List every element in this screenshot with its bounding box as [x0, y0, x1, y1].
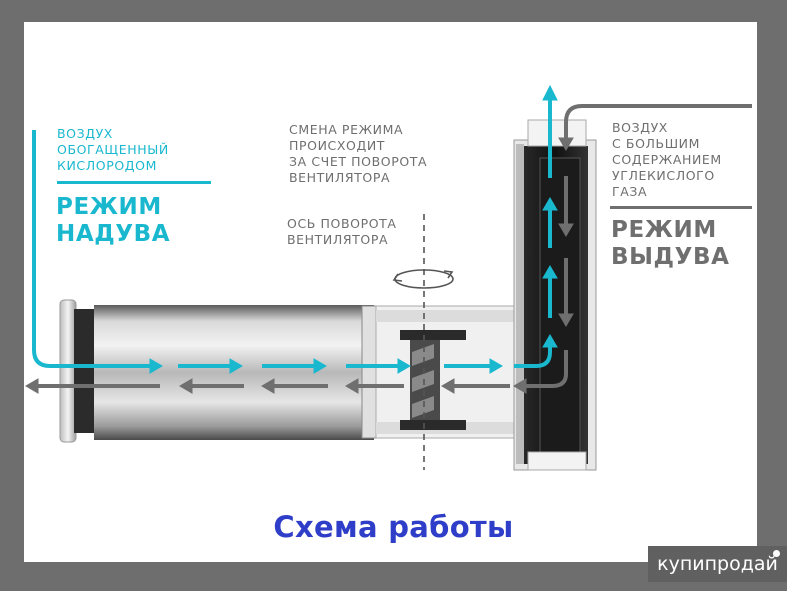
inflow-label: ВОЗДУХ ОБОГАЩЕННЫЙ КИСЛОРОДОМ — [57, 126, 169, 173]
wall-flange — [59, 299, 77, 443]
flange-dark-ring — [74, 309, 96, 433]
rotation-arrowhead-left-icon — [392, 273, 403, 282]
fan-blades — [412, 344, 434, 418]
diagram-panel — [24, 22, 757, 562]
rotation-arrowhead-right-icon — [443, 270, 454, 279]
outflow-label: ВОЗДУХ С БОЛЬШИМ СОДЕРЖАНИЕМ УГЛЕКИСЛОГО… — [612, 120, 722, 199]
fan-ring-bottom — [400, 420, 466, 430]
fan-housing — [375, 305, 517, 439]
diagram-caption: Схема работы — [273, 510, 514, 544]
cap-bottom-bracket — [527, 451, 587, 471]
cap-side-strip — [516, 144, 524, 464]
inflow-arrows — [140, 84, 558, 374]
fan-ring-top — [400, 330, 466, 340]
outflow-divider — [610, 206, 752, 209]
watermark-badge: купипродай — [648, 546, 787, 582]
inflow-mode-title: РЕЖИМ НАДУВА — [56, 194, 171, 247]
recuperator-tube — [94, 305, 374, 440]
inflow-path — [32, 130, 140, 368]
fan-housing-top — [376, 310, 516, 322]
cap-top-bracket — [527, 119, 587, 147]
inflow-divider — [57, 181, 211, 184]
axis-label: ОСЬ ПОВОРОТА ВЕНТИЛЯТОРА — [287, 216, 397, 247]
outflow-arrows — [25, 137, 574, 394]
watermark-dot-icon — [773, 550, 780, 557]
outflow-mode-title: РЕЖИМ ВЫДУВА — [611, 217, 730, 270]
switch-description: СМЕНА РЕЖИМА ПРОИСХОДИТ ЗА СЧЕТ ПОВОРОТА… — [289, 122, 428, 185]
tube-collar — [361, 305, 377, 439]
outflow-path — [564, 104, 752, 140]
outer-cap-inner — [539, 157, 581, 455]
